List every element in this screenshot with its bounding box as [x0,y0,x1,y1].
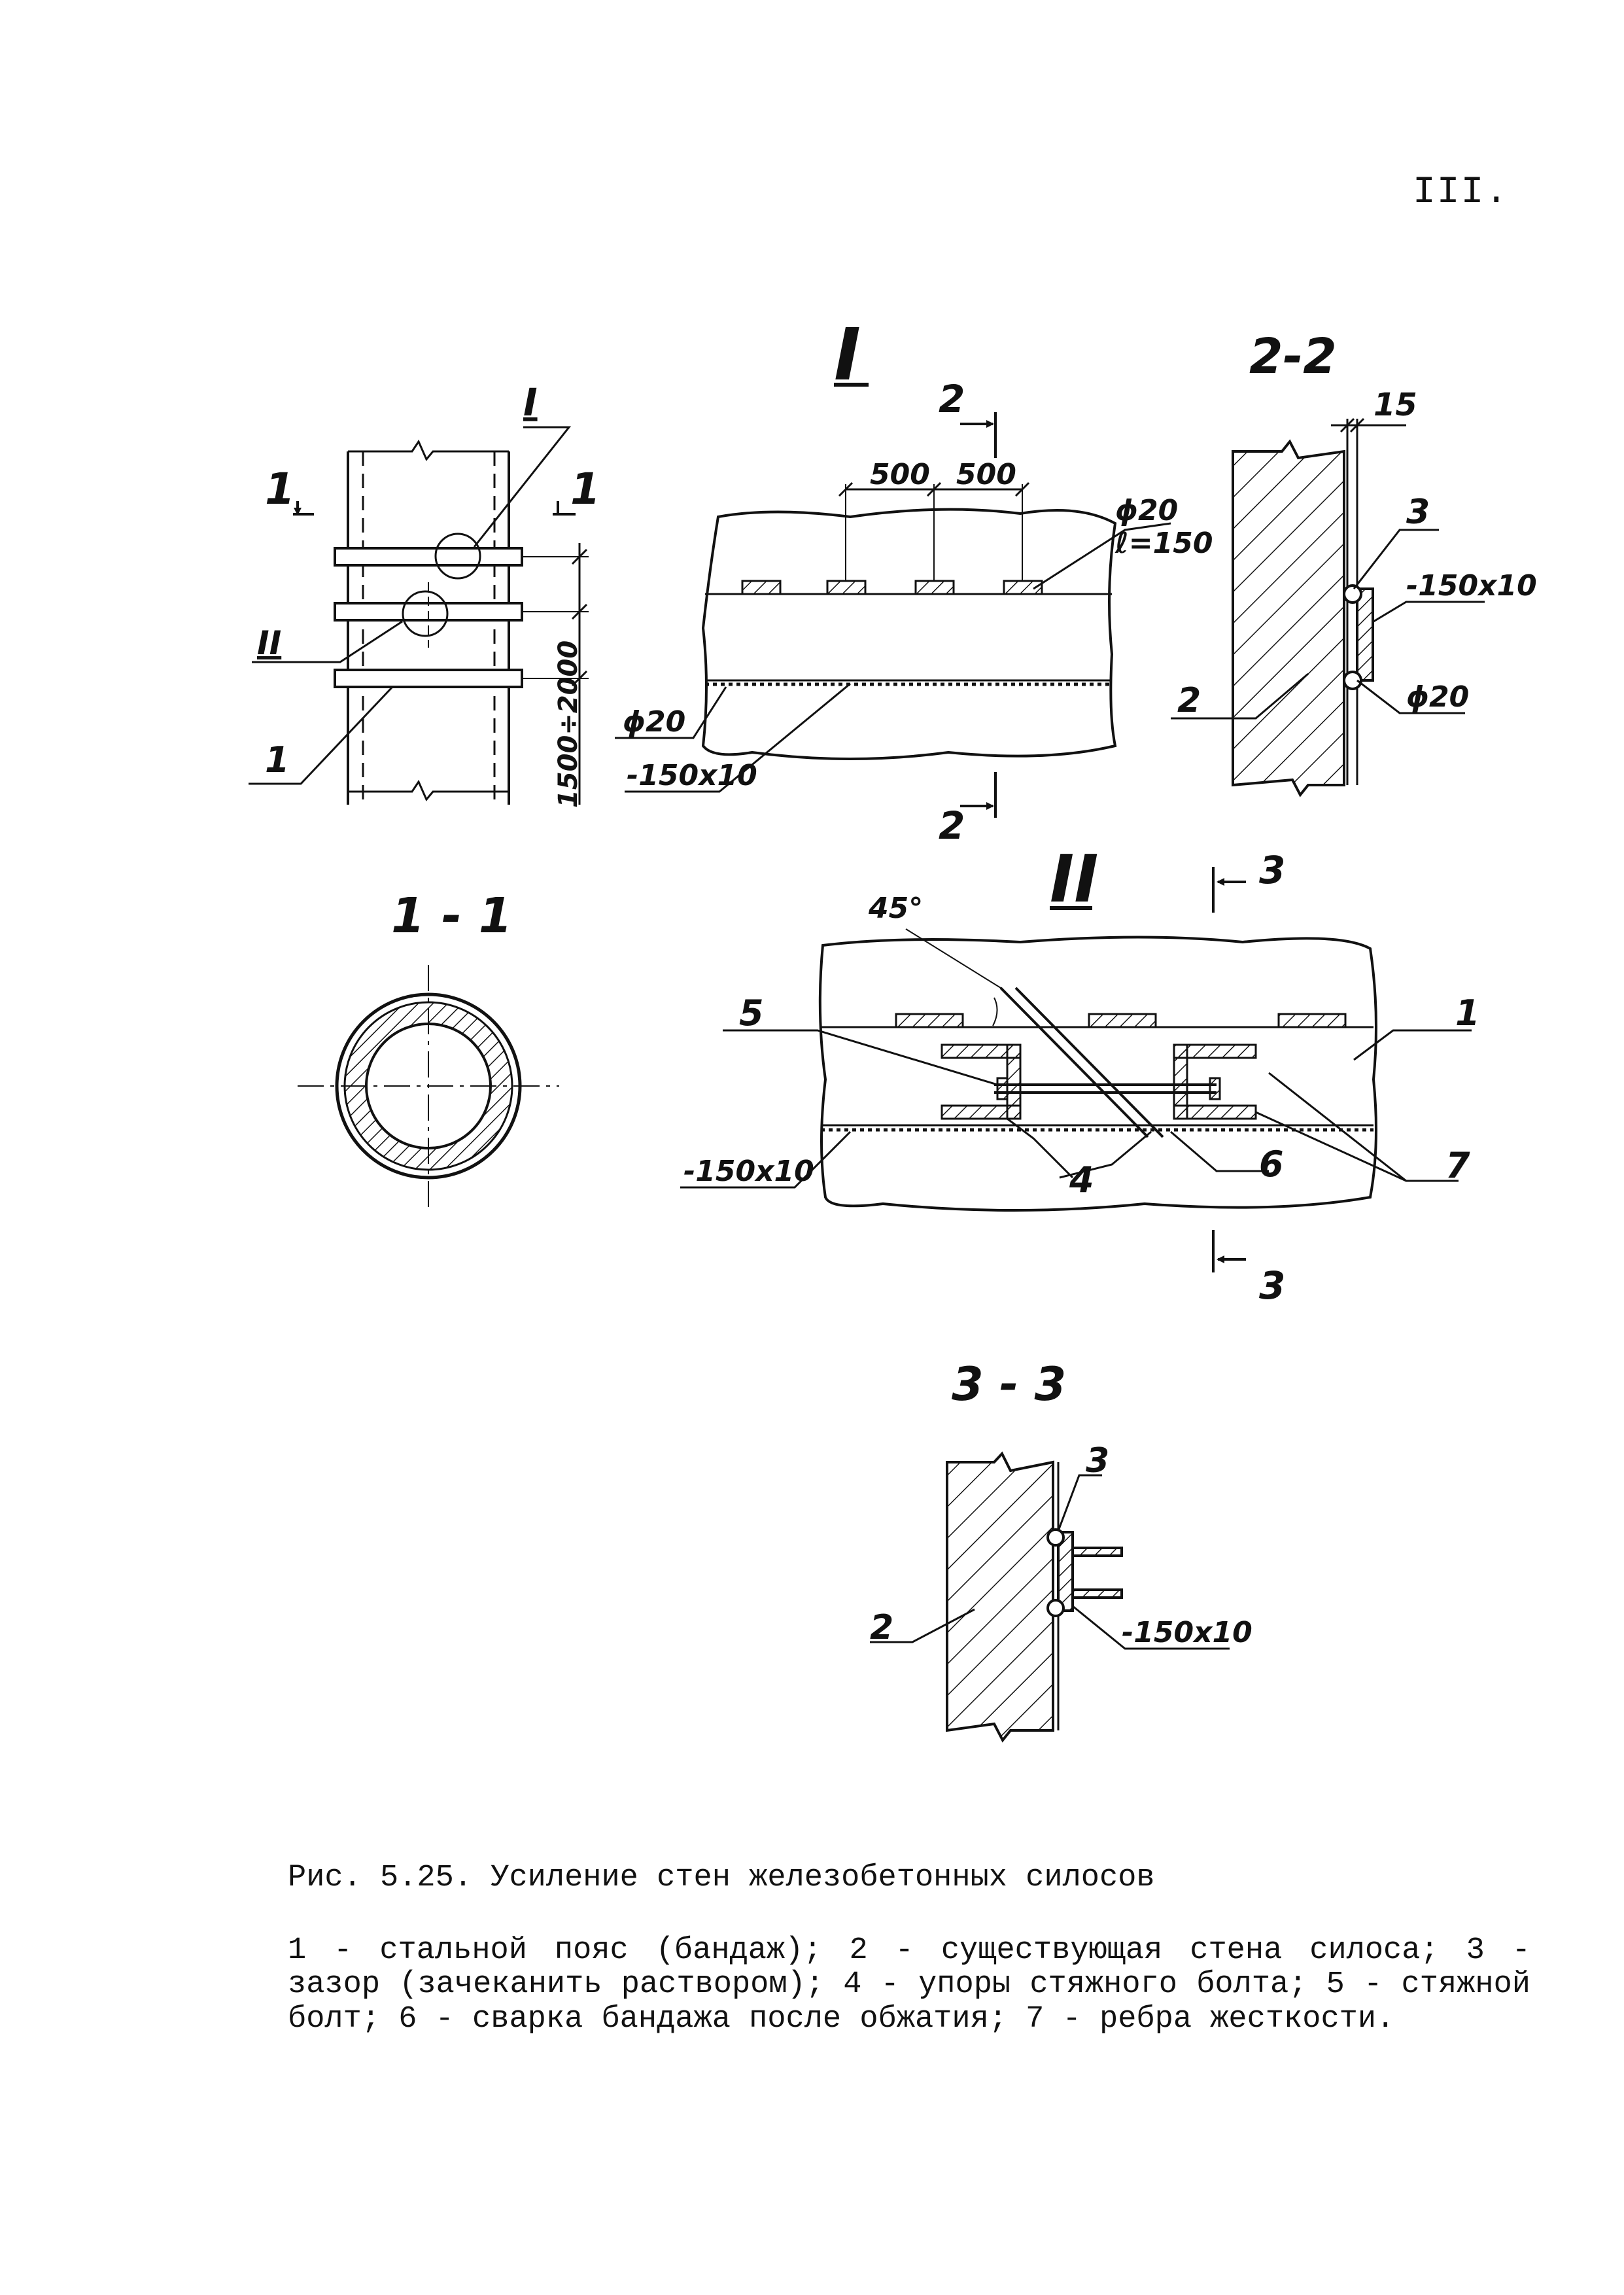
detail-II-angle-label: 45° [868,892,923,925]
detail-I-dimension-2: 500 [956,458,1016,491]
detail-II-part-5-label: 5 [739,992,764,1034]
detail-I-section-mark-top: 2 [939,377,965,421]
detail-I-dimension-1: 500 [870,458,930,491]
detail-II-section-mark-bottom: 3 [1259,1263,1285,1308]
detail-II-section-mark-top: 3 [1259,848,1285,892]
detail-II-title: II [1050,841,1098,917]
section-2-2-dimension: 15 [1373,387,1417,423]
section-2-2-view [1171,417,1485,797]
elevation-section-mark-right: 1 [570,464,600,514]
section-3-3-view [870,1451,1230,1743]
detail-I-title: I [834,313,861,396]
detail-I-bar-label: ϕ20 [623,705,685,739]
section-1-1-title: 1 - 1 [391,888,512,944]
section-3-3-part-3-label: 3 [1086,1441,1109,1480]
section-2-2-bar-label: ϕ20 [1406,680,1469,714]
elevation-section-mark-left: 1 [265,464,295,514]
elevation-part-1-label: 1 [265,739,290,780]
detail-I-view [615,412,1171,818]
section-3-3-part-2-label: 2 [870,1608,893,1647]
detail-II-part-4-label: 4 [1069,1159,1094,1200]
section-2-2-strip-label: -150x10 [1406,569,1537,603]
figure-caption: Рис. 5.25. Усиление стен железобетонных … [288,1861,1530,2037]
section-3-3-title: 3 - 3 [952,1358,1066,1411]
detail-I-length-label: ℓ=150 [1114,527,1213,560]
detail-II-part-6-label: 6 [1259,1144,1284,1185]
caption-legend: 1 - стальной пояс (бандаж); 2 - существу… [288,1933,1549,2037]
detail-II-strip-label: -150x10 [683,1155,814,1188]
detail-II-part-1-label: 1 [1455,992,1480,1034]
page-number: III. [1413,171,1510,214]
elevation-detail-II-callout: II [257,624,281,662]
detail-I-bolt-label: ϕ20 [1115,494,1178,527]
elevation-detail-I-callout: I [523,380,538,425]
silo-elevation-view [249,426,589,805]
detail-II-view [680,867,1472,1272]
detail-I-strip-label: -150x10 [627,759,757,792]
section-3-3-strip-label: -150x10 [1122,1616,1253,1649]
section-1-1-view [298,965,559,1207]
caption-legend-text: 1 - стальной пояс (бандаж); 2 - существу… [288,1933,1549,2037]
detail-II-part-7-label: 7 [1445,1145,1470,1186]
section-2-2-title: 2-2 [1249,328,1337,385]
caption-title: Рис. 5.25. Усиление стен железобетонных … [288,1861,1155,1895]
detail-I-section-mark-bottom: 2 [939,803,965,848]
section-2-2-part-3-label: 3 [1406,493,1430,532]
elevation-spacing-dimension: 1500÷2000 [553,640,583,808]
section-2-2-part-2-label: 2 [1177,681,1201,720]
